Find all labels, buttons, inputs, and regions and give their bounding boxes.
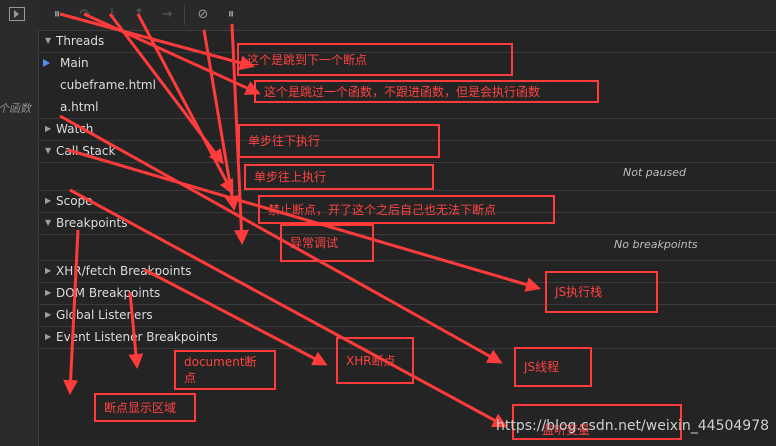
section-xhr-breakpoints[interactable]: ▶XHR/fetch Breakpoints [38, 260, 776, 283]
breakpoints-message: No breakpoints [614, 238, 698, 251]
annotation-deactivate-breakpoints: 禁止断点，开了这个之后自己也无法下断点 [258, 195, 555, 224]
sidebar-toggle-icon[interactable] [9, 7, 25, 21]
collapse-triangle-icon: ▶ [45, 266, 52, 275]
collapse-triangle-icon: ▶ [45, 124, 52, 133]
section-global-listeners[interactable]: ▶Global Listeners [38, 304, 776, 327]
annotation-breakpoint-display-area: 断点显示区域 [94, 393, 196, 422]
expand-triangle-icon: ▼ [45, 36, 52, 45]
toolbar-divider [184, 5, 185, 25]
annotation-document-breakpoints: document断点 [174, 350, 276, 390]
breakpoints-content: No breakpoints [38, 234, 776, 261]
step-out-button[interactable]: ↑ [130, 6, 148, 24]
expand-triangle-icon: ▼ [45, 218, 52, 227]
call-stack-message: Not paused [623, 166, 686, 179]
current-thread-arrow-icon [43, 59, 50, 67]
clipped-source-text: 个函数 [0, 102, 31, 115]
annotation-js-call-stack: JS执行栈 [545, 271, 658, 313]
deactivate-breakpoints-button[interactable]: ⊘ [194, 6, 212, 24]
step-over-icon: ↷ [79, 7, 91, 22]
deactivate-breakpoints-icon: ⊘ [197, 7, 209, 22]
collapse-triangle-icon: ▶ [45, 332, 52, 341]
section-dom-breakpoints[interactable]: ▶DOM Breakpoints [38, 282, 776, 305]
collapse-triangle-icon: ▶ [45, 288, 52, 297]
pause-resume-button[interactable]: ⏸ [48, 6, 66, 24]
pause-on-exceptions-button[interactable]: ⏸ [222, 6, 240, 24]
annotation-watch-variables: 监听变量 [512, 404, 682, 440]
pause-icon: ⏸ [53, 7, 61, 22]
annotation-exception-debugging: 异常调试 [280, 224, 374, 262]
step-button[interactable]: → [158, 6, 176, 24]
step-into-button[interactable]: ↓ [103, 6, 121, 24]
debugger-toolbar: ⏸ ↷ ↓ ↑ → ⊘ ⏸ [38, 0, 776, 31]
annotation-step-over: 这个是跳过一个函数，不跟进函数，但是会执行函数 [254, 80, 599, 103]
annotation-next-breakpoint: 这个是跳到下一个断点 [237, 43, 513, 76]
step-icon: → [161, 7, 173, 22]
annotation-xhr-breakpoints: XHR断点 [336, 337, 414, 384]
collapse-triangle-icon: ▶ [45, 310, 52, 319]
step-out-icon: ↑ [133, 7, 145, 22]
watermark-text: https://blog.csdn.net/weixin_44504978 [496, 418, 770, 434]
annotation-step-into: 单步往下执行 [238, 124, 440, 158]
annotation-step-out: 单步往上执行 [244, 164, 434, 190]
collapse-triangle-icon: ▶ [45, 196, 52, 205]
step-into-icon: ↓ [106, 7, 118, 22]
expand-triangle-icon: ▼ [45, 146, 52, 155]
pause-on-exceptions-icon: ⏸ [227, 7, 235, 22]
left-sidebar-strip: 个函数 [0, 0, 39, 446]
annotation-js-threads: JS线程 [514, 347, 592, 387]
step-over-button[interactable]: ↷ [76, 6, 94, 24]
